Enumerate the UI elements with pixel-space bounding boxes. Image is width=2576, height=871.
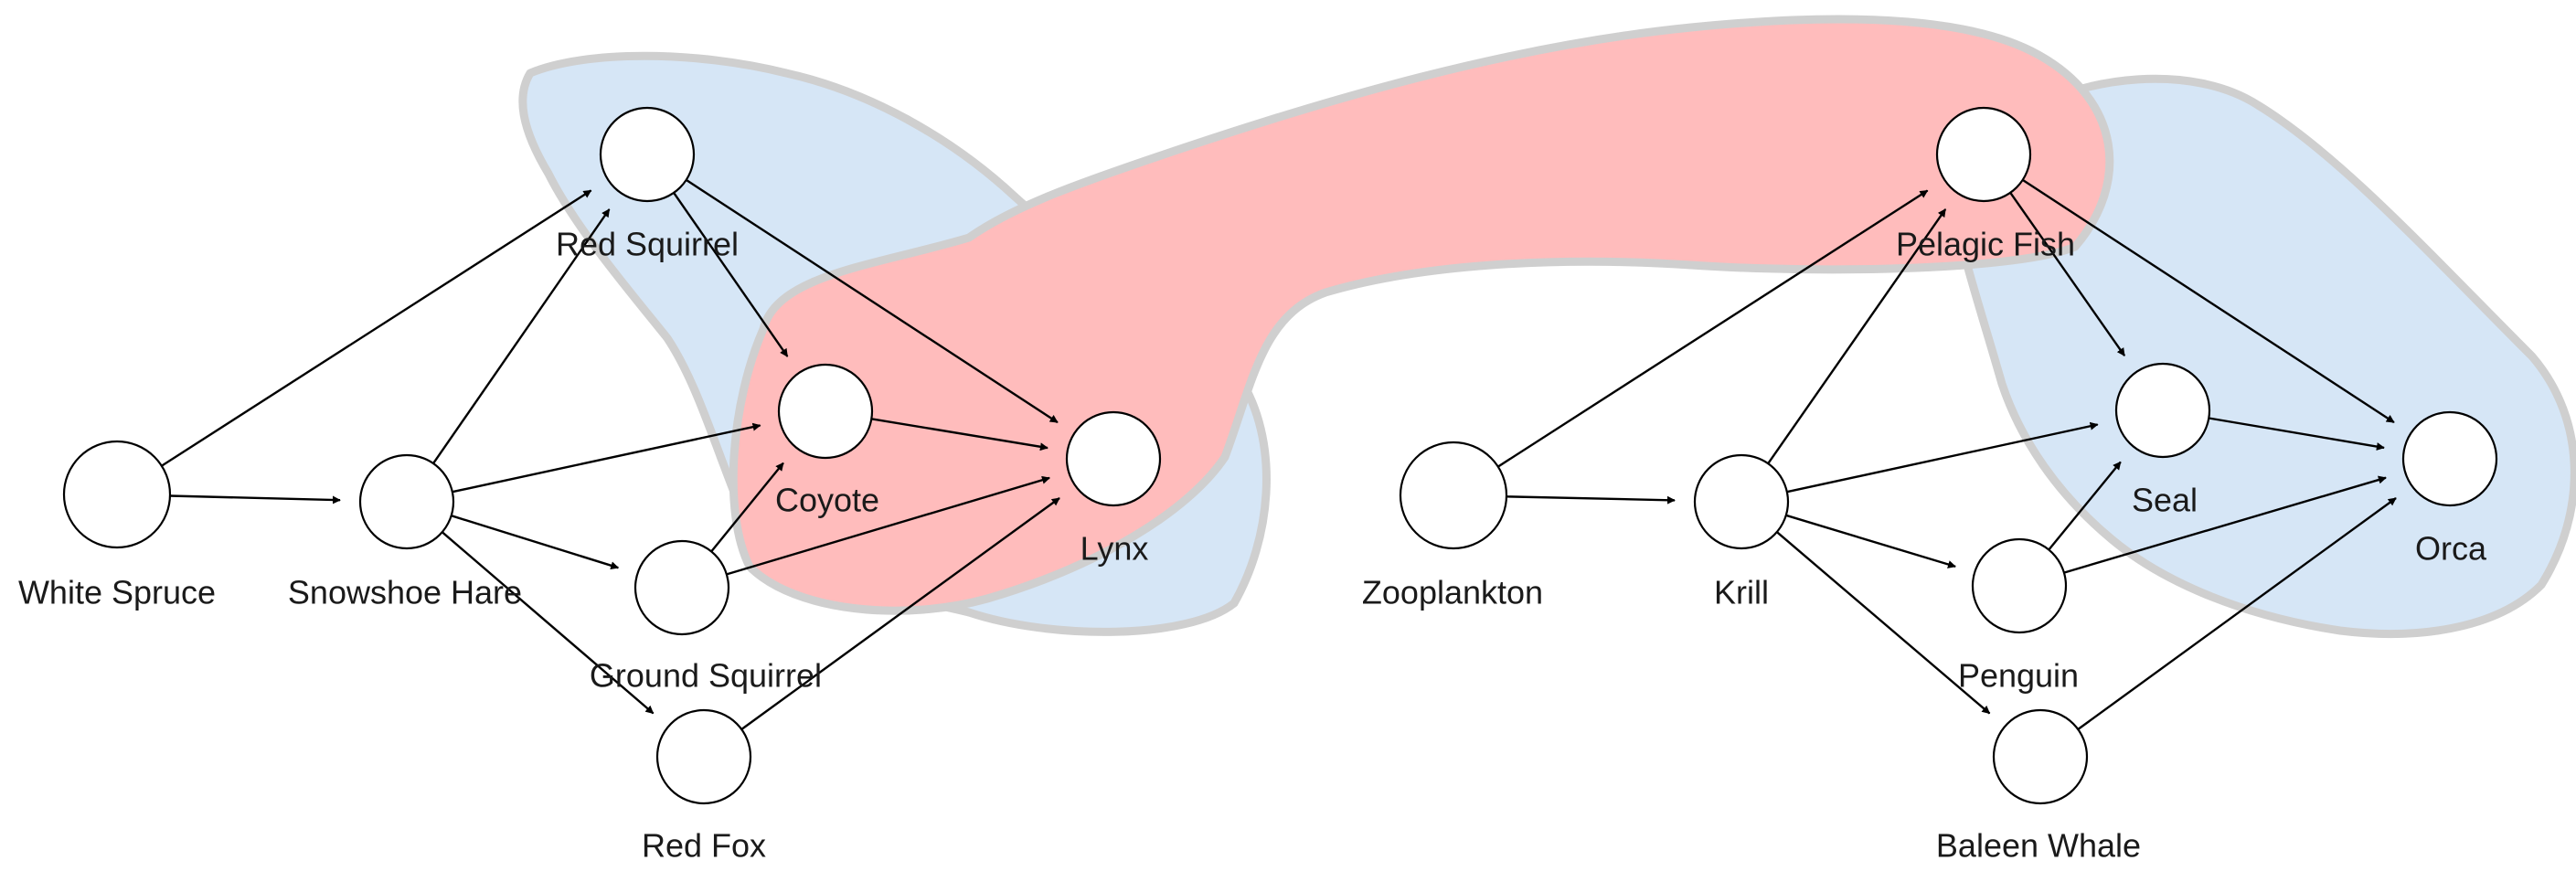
node-circle[interactable] <box>655 708 752 805</box>
node-circle[interactable] <box>633 539 730 636</box>
node-orca[interactable]: Orca <box>2401 410 2498 568</box>
node-circle[interactable] <box>2401 410 2498 507</box>
node-label: Orca <box>2415 530 2487 568</box>
edge-krill-to-pelagic-fish <box>1767 208 1947 464</box>
node-label: Ground Squirrel <box>590 657 822 695</box>
edge-white-spruce-to-snowshoe-hare <box>169 494 341 505</box>
node-label: Red Squirrel <box>556 226 739 263</box>
edge-red-fox-to-lynx <box>740 497 1060 730</box>
node-ground-squirrel[interactable]: Ground Squirrel <box>590 539 822 695</box>
node-label: Lynx <box>1080 530 1149 568</box>
edge-snowshoe-hare-to-coyote <box>452 422 761 494</box>
edge-snowshoe-hare-to-red-fox <box>441 531 655 715</box>
node-pelagic-fish[interactable]: Pelagic Fish <box>1896 106 2075 263</box>
edge-seal-to-orca <box>2209 417 2385 451</box>
node-label: Coyote <box>775 482 879 519</box>
edge-krill-to-baleen-whale <box>1776 531 1991 715</box>
edge-snowshoe-hare-to-ground-squirrel <box>451 515 620 570</box>
edge-red-squirrel-to-lynx <box>686 178 1059 424</box>
edge-coyote-to-lynx <box>871 418 1048 451</box>
node-krill[interactable]: Krill <box>1693 453 1790 611</box>
node-circle[interactable] <box>1992 708 2089 805</box>
node-label: Seal <box>2132 482 2198 519</box>
node-circle[interactable] <box>1065 410 1162 507</box>
node-label: Red Fox <box>642 827 766 865</box>
node-red-fox[interactable]: Red Fox <box>642 708 766 865</box>
node-label: Snowshoe Hare <box>288 574 522 611</box>
node-penguin[interactable]: Penguin <box>1958 537 2079 695</box>
node-white-spruce[interactable]: White Spruce <box>18 440 216 611</box>
edge-zooplankton-to-pelagic-fish <box>1497 189 1929 468</box>
edge-krill-to-penguin <box>1785 514 1956 568</box>
node-zooplankton[interactable]: Zooplankton <box>1362 441 1543 611</box>
edge-krill-to-seal <box>1786 421 2099 494</box>
edge-snowshoe-hare-to-red-squirrel <box>432 208 611 464</box>
node-coyote[interactable]: Coyote <box>775 363 879 519</box>
node-label: Krill <box>1714 574 1769 611</box>
edge-pelagic-fish-to-orca <box>2022 178 2395 424</box>
edge-penguin-to-seal <box>2048 461 2122 551</box>
edge-baleen-whale-to-orca <box>2077 497 2397 730</box>
node-circle[interactable] <box>1399 441 1508 550</box>
edge-red-squirrel-to-coyote <box>673 192 789 357</box>
edge-ground-squirrel-to-lynx <box>726 475 1050 576</box>
node-circle[interactable] <box>358 453 455 550</box>
node-circle[interactable] <box>2114 362 2211 459</box>
node-label: Pelagic Fish <box>1896 226 2075 263</box>
node-label: Baleen Whale <box>1936 827 2141 865</box>
node-label: Penguin <box>1958 657 2079 695</box>
node-lynx[interactable]: Lynx <box>1065 410 1162 568</box>
node-label: White Spruce <box>18 574 216 611</box>
node-red-squirrel[interactable]: Red Squirrel <box>556 106 739 263</box>
node-circle[interactable] <box>62 440 172 549</box>
node-circle[interactable] <box>1971 537 2068 634</box>
nodes-layer: White Spruce Snowshoe Hare Red Squirrel … <box>18 106 2498 865</box>
edge-pelagic-fish-to-seal <box>2009 192 2126 356</box>
node-snowshoe-hare[interactable]: Snowshoe Hare <box>288 453 522 611</box>
node-circle[interactable] <box>777 363 874 460</box>
node-label: Zooplankton <box>1362 574 1543 611</box>
node-circle[interactable] <box>1693 453 1790 550</box>
edges-layer <box>161 178 2397 730</box>
node-circle[interactable] <box>599 106 696 203</box>
edge-zooplankton-to-krill <box>1506 495 1676 505</box>
edge-penguin-to-orca <box>2063 475 2387 574</box>
regions-layer <box>518 15 2576 638</box>
node-seal[interactable]: Seal <box>2114 362 2211 519</box>
edge-white-spruce-to-red-squirrel <box>161 189 592 467</box>
node-baleen-whale[interactable]: Baleen Whale <box>1936 708 2141 865</box>
edge-ground-squirrel-to-coyote <box>710 462 784 553</box>
node-circle[interactable] <box>1935 106 2032 203</box>
